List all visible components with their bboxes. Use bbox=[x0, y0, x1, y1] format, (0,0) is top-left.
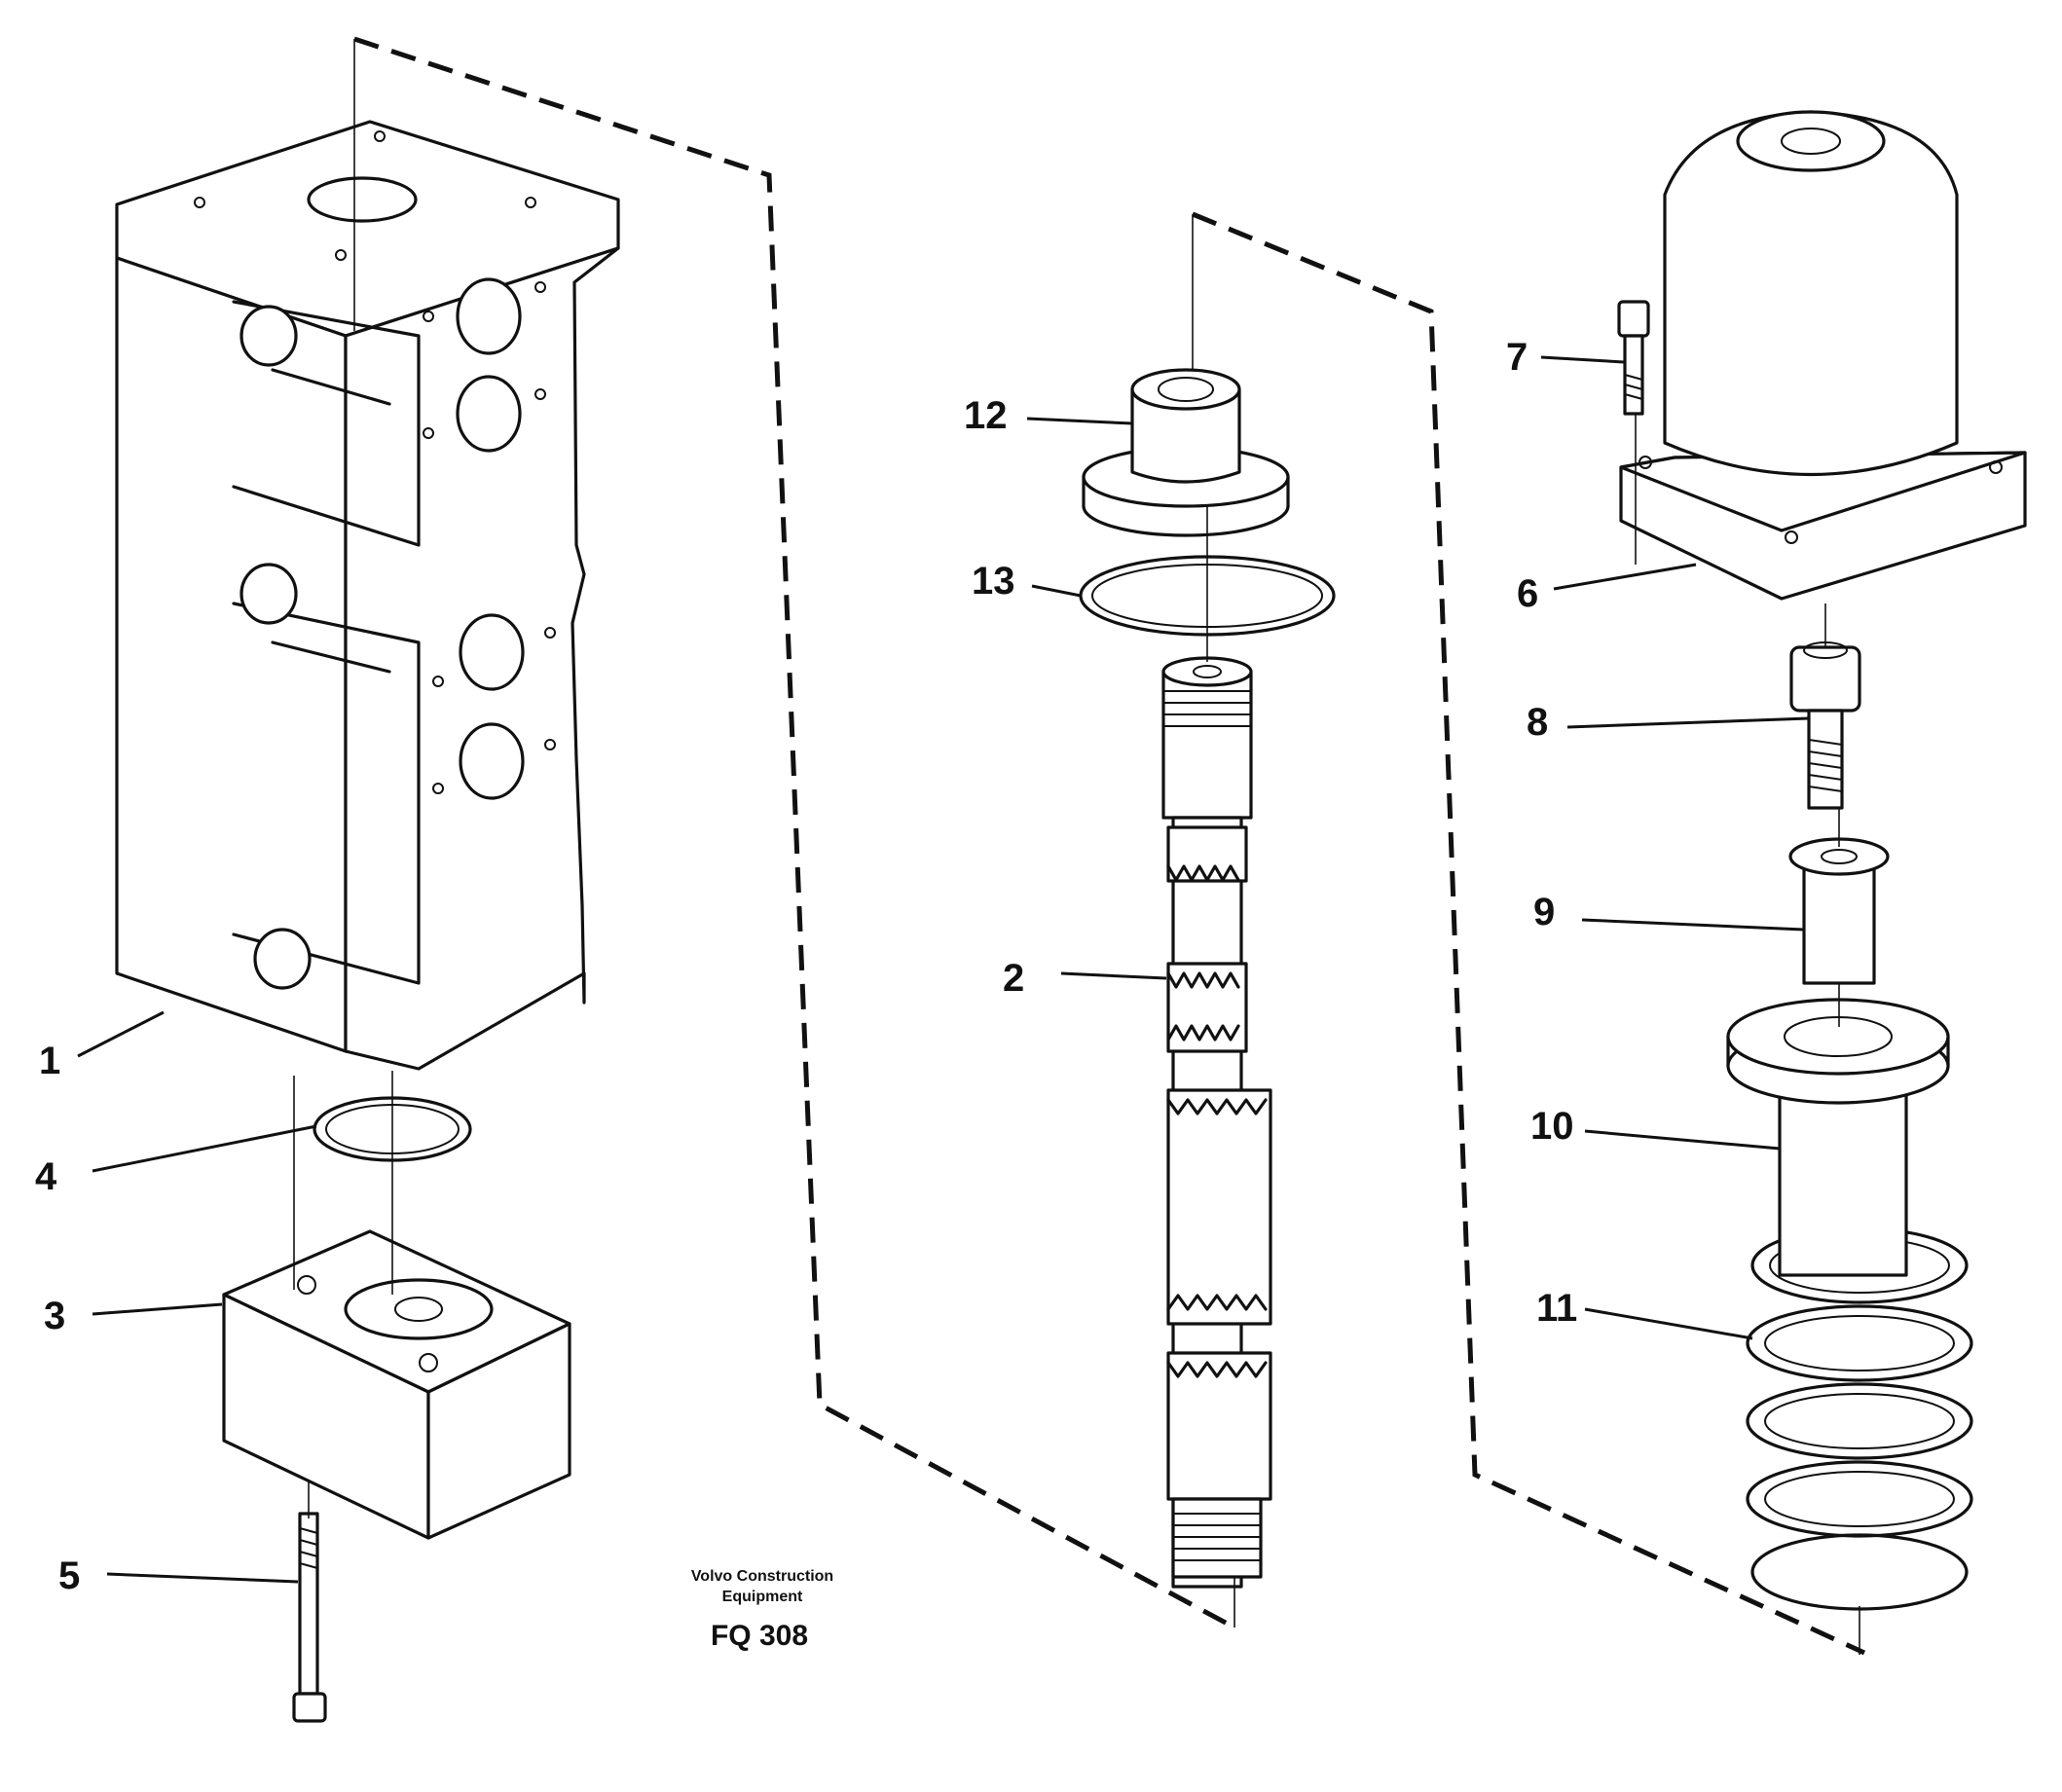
figure-code: FQ 308 bbox=[711, 1620, 808, 1652]
cap-housing-part bbox=[1619, 110, 2027, 601]
bushing-part bbox=[1788, 837, 1890, 985]
part-label-8: 8 bbox=[1527, 701, 1548, 744]
part-label-10: 10 bbox=[1530, 1105, 1574, 1148]
part-label-4: 4 bbox=[35, 1155, 57, 1198]
part-label-3: 3 bbox=[44, 1295, 65, 1337]
part-label-5: 5 bbox=[58, 1554, 80, 1597]
credit-line-1: Volvo Construction bbox=[691, 1568, 833, 1585]
part-label-2: 2 bbox=[1003, 957, 1024, 1000]
leader-lines bbox=[77, 355, 1810, 1584]
sleeve-part bbox=[1082, 368, 1290, 537]
cap-screw-part bbox=[1789, 641, 1861, 810]
part-label-1: 1 bbox=[39, 1040, 60, 1082]
part-label-12: 12 bbox=[964, 394, 1008, 437]
part-label-7: 7 bbox=[1506, 336, 1528, 379]
part-label-11: 11 bbox=[1536, 1287, 1577, 1330]
group-boundary-right bbox=[1192, 211, 1866, 1656]
end-block-part bbox=[222, 1229, 571, 1540]
group-boundary-left bbox=[353, 36, 1236, 1630]
spool-part bbox=[1161, 656, 1272, 1589]
credit-line-2: Equipment bbox=[722, 1589, 803, 1605]
spring-part bbox=[1746, 1226, 1973, 1611]
part-label-9: 9 bbox=[1533, 891, 1555, 933]
spring-seat-part bbox=[1726, 998, 1950, 1277]
part-label-6: 6 bbox=[1517, 572, 1538, 615]
bolt-part-left bbox=[292, 1512, 327, 1723]
screw-part-small bbox=[1617, 300, 1650, 416]
valve-body-part bbox=[115, 120, 620, 1071]
part-label-13: 13 bbox=[972, 560, 1015, 603]
